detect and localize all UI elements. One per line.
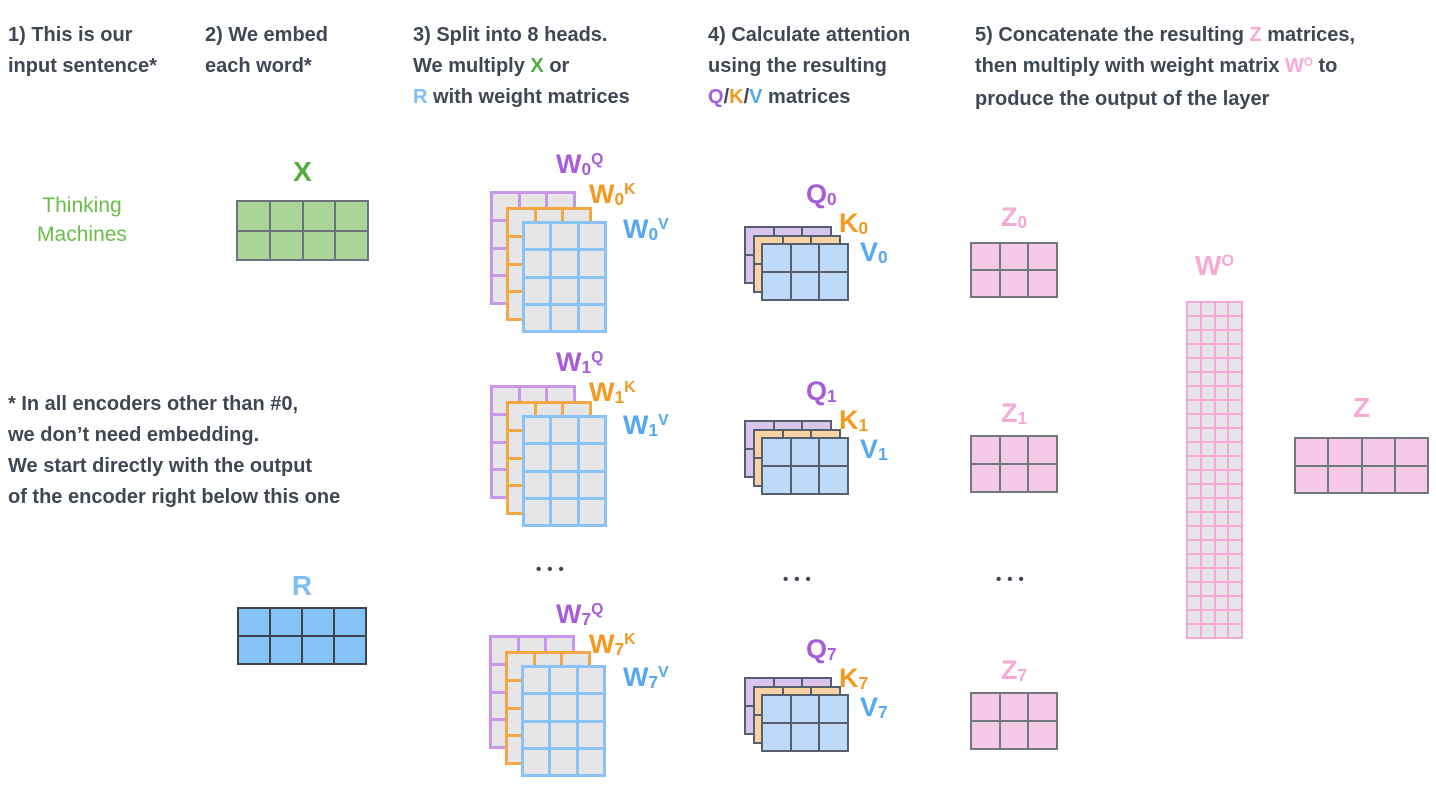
matrix-z-output (1294, 437, 1429, 494)
matrix-v7 (761, 694, 849, 752)
ellipsis-z: ••• (996, 571, 1030, 588)
matrix-v7-label: V7 (860, 692, 888, 723)
matrix-wo (1186, 301, 1243, 639)
matrix-w7v-label: W7V (623, 662, 669, 693)
matrix-w1q-label: W1Q (556, 347, 604, 378)
matrix-r-label: R (291, 570, 313, 601)
matrix-w0k-label: W0K (589, 179, 636, 210)
matrix-w7q-label: W7Q (556, 599, 604, 630)
matrix-q7-label: Q7 (806, 634, 837, 665)
matrix-k1-label: K1 (839, 405, 869, 436)
matrix-z7 (970, 692, 1058, 750)
matrix-w1v-label: W1V (623, 410, 669, 441)
matrix-v1 (761, 437, 849, 495)
matrix-wo-label: WO (1194, 250, 1235, 281)
footnote: * In all encoders other than #0,we don’t… (8, 393, 341, 508)
matrix-w0q-label: W0Q (556, 149, 604, 180)
matrix-w0v (522, 221, 607, 333)
matrix-w0v-label: W0V (623, 214, 669, 245)
ellipsis-qkv: ••• (783, 571, 817, 588)
matrix-v1-label: V1 (860, 434, 888, 465)
matrix-z7-label: Z7 (1000, 655, 1028, 686)
matrix-z1-label: Z1 (1000, 398, 1028, 429)
matrix-z0 (970, 242, 1058, 298)
matrix-w7k-label: W7K (589, 629, 636, 660)
matrix-q1-label: Q1 (806, 376, 837, 407)
matrix-x-label: X (293, 156, 312, 187)
matrix-z1 (970, 435, 1058, 493)
matrix-w1k-label: W1K (589, 377, 636, 408)
matrix-r (237, 607, 367, 665)
matrix-w1v (522, 415, 607, 527)
matrix-x (236, 200, 369, 261)
matrix-v0 (761, 243, 849, 301)
ellipsis-weights: ••• (536, 561, 570, 578)
matrix-z-output-label: Z (1352, 392, 1371, 423)
step5-heading: 5) Concatenate the resulting Z matrices,… (975, 24, 1356, 110)
matrix-v0-label: V0 (860, 237, 888, 268)
matrix-w7v (521, 665, 606, 777)
matrix-z0-label: Z0 (1000, 202, 1028, 233)
matrix-k7-label: K7 (839, 663, 869, 694)
matrix-q0-label: Q0 (806, 179, 837, 210)
matrix-k0-label: K0 (839, 208, 869, 239)
